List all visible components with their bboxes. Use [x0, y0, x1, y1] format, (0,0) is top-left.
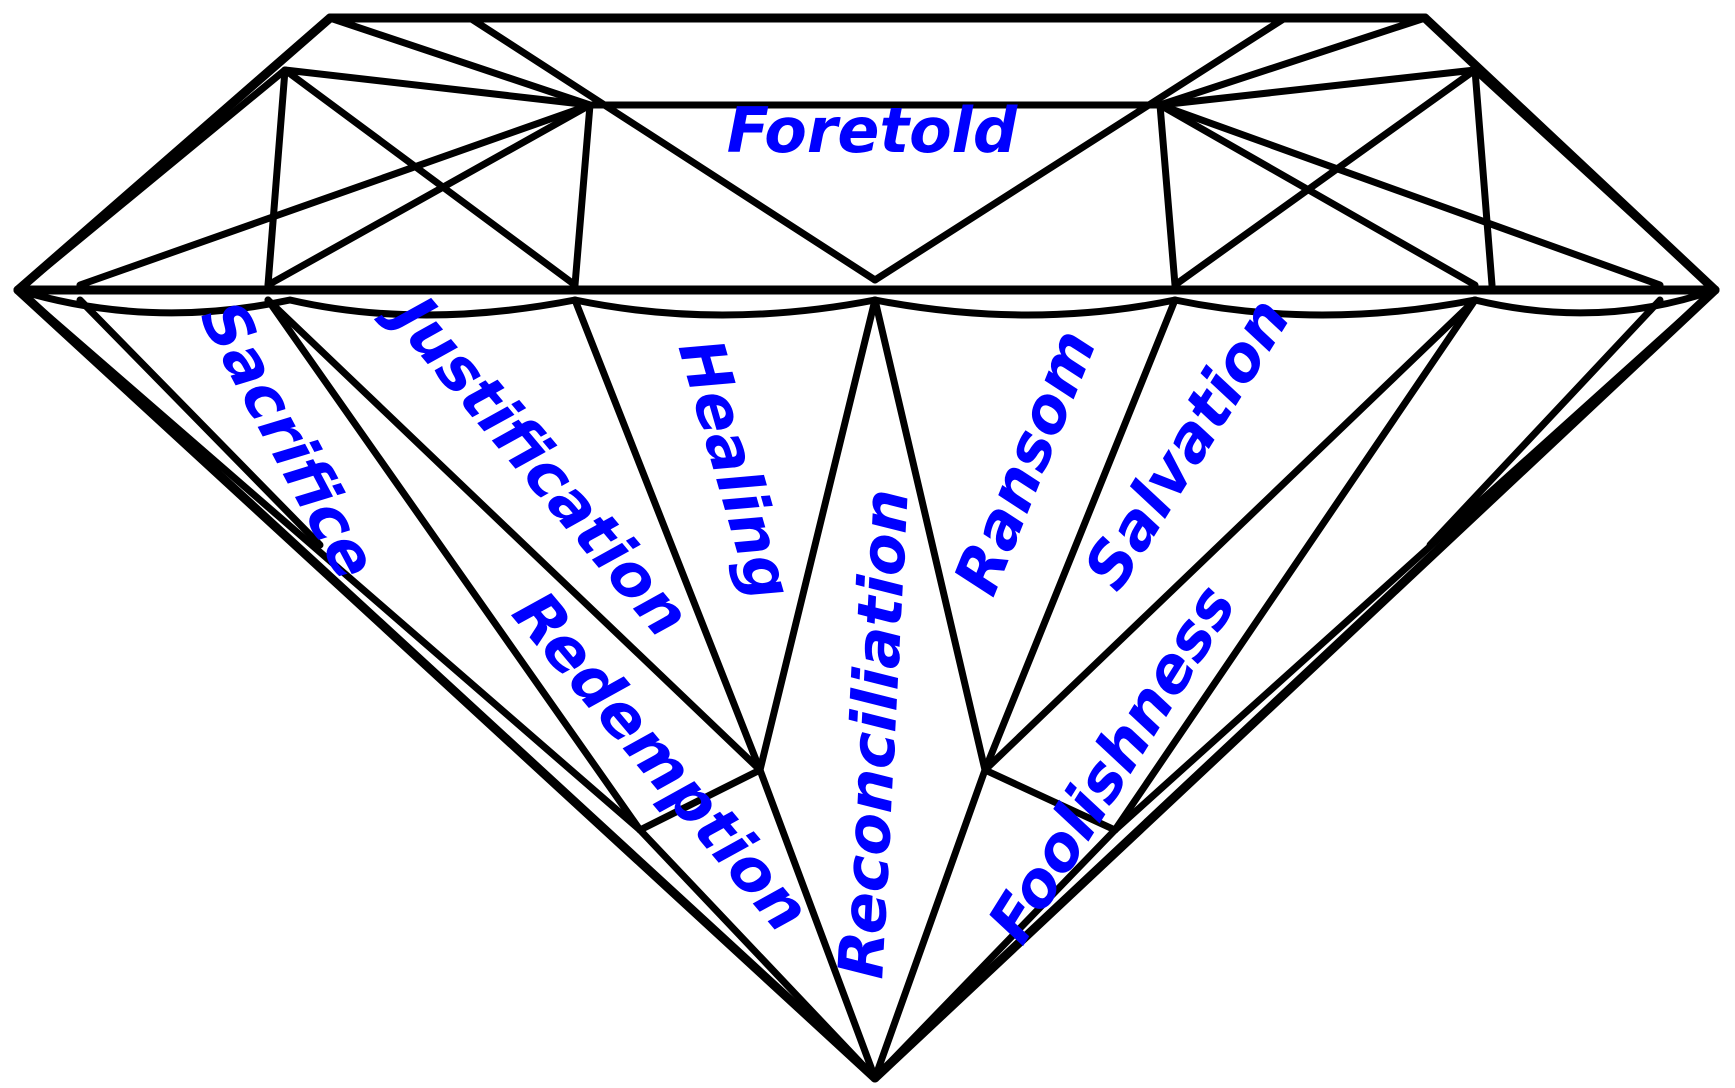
label-reconciliation: Reconciliation [824, 487, 923, 980]
diamond-labels: Foretold Sacrifice Justification Healing… [186, 94, 1305, 981]
label-salvation: Salvation [1069, 285, 1305, 602]
label-foretold: Foretold [727, 94, 1018, 167]
pavilion-right-inner-2 [1430, 300, 1660, 545]
pavilion-right-side [875, 290, 1715, 1078]
crown-vertical-2 [575, 105, 590, 285]
crown-vertical-1 [268, 70, 285, 285]
crown-diag-8 [1475, 70, 1715, 290]
crown-diag-3 [80, 105, 590, 285]
crown-vertical-3 [1160, 105, 1175, 285]
crown-diag-4 [1160, 105, 1660, 285]
crown-diag-10 [1175, 70, 1475, 285]
crown-vertical-4 [1475, 70, 1492, 285]
label-healing: Healing [664, 331, 808, 608]
